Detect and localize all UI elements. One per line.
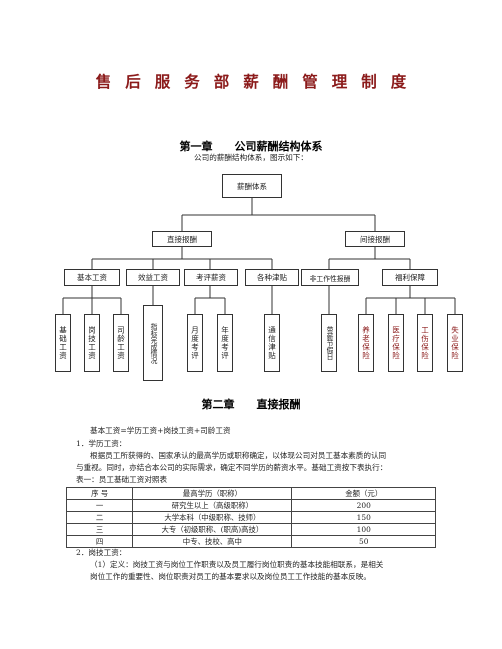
table-cell: 中专、技校、高中 xyxy=(132,535,293,548)
chart-post-skill-node: 岗技工资 xyxy=(84,314,100,372)
table-cell: 50 xyxy=(291,535,436,548)
item-1-text-line-1: 根据员工所获得的、国家承认的最高学历或职称确定，以体现公司对员工基本素质的认同 xyxy=(90,451,387,460)
table-cell: 一 xyxy=(65,499,134,512)
table-cell: 研究生以上（高级职称） xyxy=(132,499,293,512)
chart-unemployment-node: 失业保险 xyxy=(447,314,463,372)
chart-medical-node: 医疗保险 xyxy=(388,314,404,372)
chart-edu-salary-node: 基础工资 xyxy=(55,314,71,372)
item-2-heading: 2．岗技工资： xyxy=(76,548,127,557)
chart-root-node: 薪酬体系 xyxy=(222,174,282,198)
item-2-text-line-2: 岗位工作的重要性、岗位职责对员工的基本要求以及岗位员工工作技能的基本反映。 xyxy=(90,572,371,581)
table-cell: 二 xyxy=(65,511,134,524)
chart-pension-node: 养老保险 xyxy=(358,314,374,372)
table-cell: 150 xyxy=(291,511,436,524)
chart-annual-eval-node: 年度考评 xyxy=(217,314,233,372)
table-row: 一 研究生以上（高级职称） 200 xyxy=(65,499,436,512)
chart-seniority-node: 司龄工资 xyxy=(113,314,129,372)
table-row: 三 大专（初级职称、(职高)高技） 100 xyxy=(65,523,436,536)
table-cell: 三 xyxy=(65,523,134,536)
chart-comm-allowance-node: 通信津贴 xyxy=(264,314,280,372)
chart-welfare-node: 福利保障 xyxy=(382,269,438,286)
table-row: 四 中专、技校、高中 50 xyxy=(65,535,436,548)
chart-holidays-node: 带薪节假日 xyxy=(321,314,337,372)
chart-non-work-pay-node: 非工作性报酬 xyxy=(301,269,359,286)
table-cell: 大专（初级职称、(职高)高技） xyxy=(132,523,293,536)
table-cell: 四 xyxy=(65,535,134,548)
table-header-cell: 序 号 xyxy=(65,487,134,500)
chart-indirect-node: 间接报酬 xyxy=(345,231,405,247)
item-1-text-line-2: 与重视。同时，亦结合本公司的实际需求，确定不同学历的薪资水平。基础工资按下表执行… xyxy=(76,463,388,472)
item-1-heading: 1．学历工资： xyxy=(76,439,127,448)
document-title: 售后服务部薪酬管理制度 xyxy=(95,72,421,91)
chart-direct-node: 直接报酬 xyxy=(152,231,212,247)
chart-injury-node: 工伤保险 xyxy=(417,314,433,372)
chapter-1-intro: 公司的薪酬结构体系，图示如下： xyxy=(194,153,308,162)
table-cell: 100 xyxy=(291,523,436,536)
table-caption: 表一：员工基础工资对照表 xyxy=(76,475,168,484)
table-header-cell: 最高学历（职称） xyxy=(132,487,293,500)
chart-performance-salary-node: 效益工资 xyxy=(126,269,180,286)
chart-evaluation-salary-node: 考评薪资 xyxy=(184,269,238,286)
table-header-cell: 金额（元） xyxy=(291,487,436,500)
base-salary-formula: 基本工资=学历工资+岗技工资+司龄工资 xyxy=(90,426,231,435)
table-header-row: 序 号 最高学历（职称） 金额（元） xyxy=(65,487,436,500)
item-2-text-line-1: （1）定义：岗技工资与岗位工作职责以及员工履行岗位职责的基本技能相联系，是相关 xyxy=(90,560,384,569)
chart-base-salary-node: 基本工资 xyxy=(64,269,120,286)
chapter-1-heading: 第一章 公司薪酬结构体系 xyxy=(179,140,323,153)
chart-allowances-node: 各种津贴 xyxy=(245,269,299,286)
chart-indicator-node: 指标完成情况 xyxy=(143,305,163,381)
table-cell: 200 xyxy=(291,499,436,512)
chapter-2-heading: 第二章 直接报酬 xyxy=(201,398,301,411)
chart-monthly-eval-node: 月度考评 xyxy=(187,314,203,372)
chart-connectors xyxy=(62,198,456,314)
table-row: 二 大学本科（中级职称、技师） 150 xyxy=(65,511,436,524)
base-salary-table: 序 号 最高学历（职称） 金额（元） 一 研究生以上（高级职称） 200 二 大… xyxy=(65,487,436,548)
table-cell: 大学本科（中级职称、技师） xyxy=(132,511,293,524)
